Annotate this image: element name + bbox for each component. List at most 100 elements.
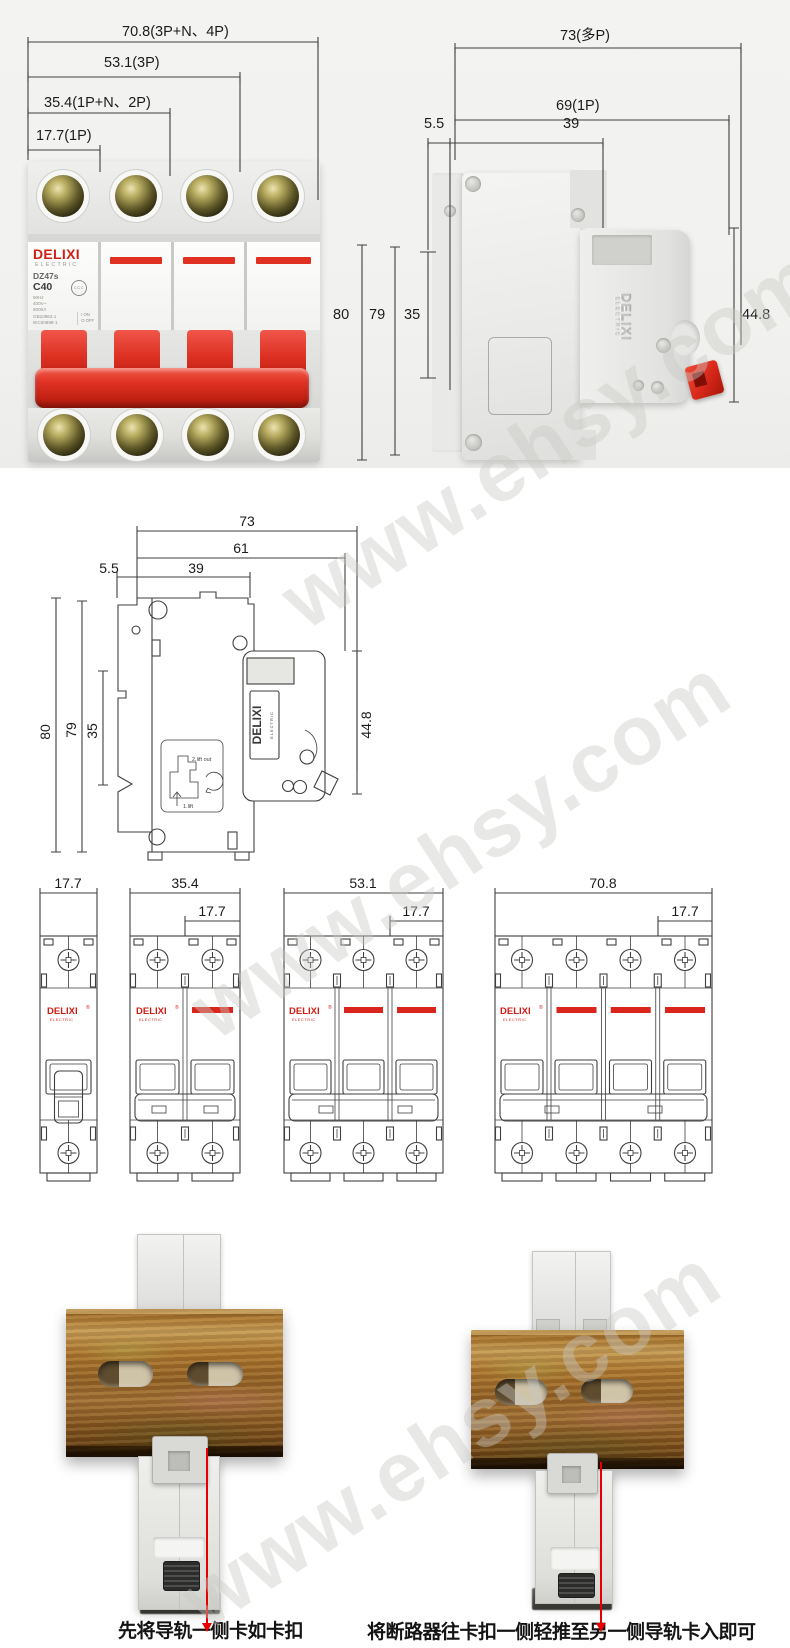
- mounting-caption-2: 将断路器往卡扣一侧轻推至另一侧导轨卡入即可: [367, 1622, 756, 1643]
- front-housing-outline: [242, 650, 326, 802]
- din-clip: [152, 1436, 208, 1484]
- red-rail-clip: [684, 359, 725, 401]
- red-bar: [397, 1007, 436, 1013]
- terminal-screw-icon: [257, 175, 299, 217]
- brand-plate-outline: [249, 690, 280, 760]
- front-drawing-4p: 70.8 17.7 DELIXI ® ELECTRIC: [494, 875, 713, 1182]
- front-drawing-3p: 53.1 17.7 DELIXI ® ELECTRIC: [283, 875, 444, 1182]
- reg-mark: ®: [86, 1004, 90, 1011]
- dim-61-label: 61: [233, 540, 249, 556]
- rivet-icon: [571, 208, 585, 222]
- molded-instruction-icon: [488, 337, 552, 415]
- dim-label-side-35: 35: [404, 307, 421, 323]
- toggle-zone: [28, 330, 320, 408]
- red-bar: [110, 257, 162, 264]
- dim-2p-pole: 17.7: [198, 903, 225, 919]
- red-bar: [344, 1007, 383, 1013]
- din-rail: [66, 1309, 283, 1457]
- terminal-screw-icon: [43, 414, 85, 456]
- terminal-tabs: [28, 234, 320, 242]
- red-bar: [665, 1007, 705, 1013]
- handle-recess: [153, 1537, 205, 1558]
- rivet-icon: [656, 338, 671, 353]
- handle-recess: [550, 1547, 600, 1570]
- dim-label-side-offset: 5.5: [424, 116, 445, 132]
- dim-label-side-depth: 39: [563, 116, 580, 132]
- breaker-top-tab: [137, 1234, 221, 1314]
- pole-3-faceplate: [174, 242, 244, 330]
- breaker-top-tab: [532, 1251, 611, 1337]
- top-terminal-strip: [28, 162, 320, 234]
- dim-label-3p-width: 53.1(3P): [104, 55, 160, 71]
- terminal-screw-icon: [116, 414, 158, 456]
- rail-slot: [581, 1379, 633, 1403]
- label-window: [592, 235, 652, 265]
- rivet-icon: [465, 434, 482, 451]
- drawing-brand-sub: ELECTRIC: [292, 1018, 316, 1022]
- drawing-brand-sub: ELECTRIC: [139, 1018, 163, 1022]
- label-window-outline: [246, 657, 295, 685]
- drawing-brand-logo: DELIXI: [136, 1006, 167, 1017]
- embossed-brand: DELIXI ELECTRIC: [598, 272, 633, 362]
- rail-slot: [98, 1361, 153, 1387]
- spec-lines: 50Hz 400V~ 6000A GB10963.1 IEC60898-1: [33, 295, 58, 326]
- toggle-handle-bar: [35, 368, 309, 408]
- front-drawing-1p: 17.7 DELIXI ® ELECTRIC: [39, 875, 98, 1182]
- drawing-brand-sub: ELECTRIC: [503, 1018, 527, 1022]
- pointer-arrow-2: [596, 1462, 606, 1632]
- dim-label-side-448: 44.8: [742, 307, 771, 323]
- breaker-front-body: DELIXI ELECTRIC DZ47s C40 CCC 50Hz 400V~…: [28, 242, 320, 330]
- rating-label: C40: [33, 281, 53, 293]
- dim-79-label: 79: [63, 722, 79, 738]
- side-bottom-foot: [570, 430, 596, 460]
- toggle-handle: [163, 1561, 200, 1591]
- terminal-screw-icon: [258, 414, 300, 456]
- dim-80-label: 80: [37, 724, 53, 740]
- side-dimension-drawing: 2.lift out 1.lift DELIXI ELECTRIC 73 61 …: [37, 513, 374, 861]
- terminal-screw-icon: [187, 414, 229, 456]
- reg-mark: ®: [175, 1004, 179, 1011]
- model-label: DZ47s: [33, 271, 59, 281]
- dim-4p-pole: 17.7: [671, 903, 698, 919]
- pole-1-faceplate: DELIXI ELECTRIC DZ47s C40 CCC 50Hz 400V~…: [28, 242, 98, 330]
- reg-mark: ®: [539, 1004, 543, 1011]
- rail-clip-outline: [313, 770, 339, 796]
- drawing-brand-sub: ELECTRIC: [269, 711, 274, 739]
- drawing-brand-logo: DELIXI: [500, 1006, 531, 1017]
- rivet-icon: [465, 176, 481, 192]
- on-marking: I ON: [81, 311, 90, 317]
- terminal-screw-icon: [115, 175, 157, 217]
- breaker-front-photo: DELIXI ELECTRIC DZ47s C40 CCC 50Hz 400V~…: [28, 162, 320, 462]
- dim-label-overall-width: 70.8(3P+N、4P): [122, 24, 229, 40]
- red-bar: [556, 1007, 597, 1013]
- brand-logo: DELIXI: [33, 246, 80, 262]
- rail-slot: [495, 1379, 547, 1405]
- front-variant-drawings: 17.7 DELIXI ® ELECTRIC 35.4 17.7 DELIXI: [39, 875, 713, 1182]
- rivet-icon: [444, 205, 456, 217]
- pole-4-faceplate: [247, 242, 320, 330]
- brand-sub-label: ELECTRIC: [35, 262, 79, 268]
- dim-label-2p-width: 35.4(1P+N、2P): [44, 95, 151, 111]
- dim-label-side-80: 80: [333, 307, 350, 323]
- dim-4p-overall: 70.8: [589, 875, 616, 891]
- bottom-terminal-strip: [28, 408, 320, 462]
- pointer-arrow-1: [202, 1448, 212, 1632]
- dim-3p-pole: 17.7: [402, 903, 429, 919]
- rail-slot: [187, 1362, 243, 1386]
- dim-35-label: 35: [84, 723, 100, 739]
- dim-448-label: 44.8: [358, 711, 374, 738]
- dim-73-label: 73: [239, 513, 255, 529]
- embossed-brand-name: DELIXI: [618, 293, 633, 341]
- din-rail: [471, 1330, 684, 1469]
- pole-2-faceplate: [101, 242, 171, 330]
- terminal-screw-icon: [186, 175, 228, 217]
- dim-3p-overall: 53.1: [349, 875, 376, 891]
- din-clip: [547, 1453, 598, 1494]
- toggle-handle: [558, 1573, 595, 1598]
- drawing-brand-logo: DELIXI: [289, 1006, 320, 1017]
- dim-1p-overall: 17.7: [54, 875, 81, 891]
- dim-label-side-1p: 69(1P): [556, 98, 600, 114]
- inset-step2-label: 2.lift out: [192, 757, 212, 763]
- inset-step1-label: 1.lift: [183, 804, 194, 810]
